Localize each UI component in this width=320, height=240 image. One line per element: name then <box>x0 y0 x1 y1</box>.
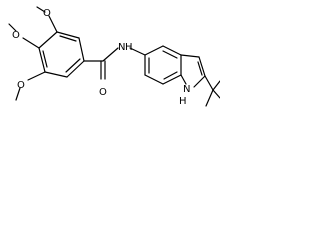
carbonyl-oxygen-label: O <box>99 87 107 98</box>
indole-nitrogen-label: N <box>183 84 190 95</box>
top-methyl-bond <box>36 6 46 13</box>
top-ring-oxygen-bond <box>48 15 58 33</box>
pyrrole-bond <box>193 75 206 88</box>
pyrrole-bond <box>180 54 200 58</box>
ring-bond <box>38 31 58 49</box>
amide-linkage <box>83 47 146 80</box>
bottom-ring-oxygen-bond <box>27 71 46 81</box>
atom-labels: O O O O N H N H <box>12 8 190 107</box>
trimethoxy-benzene-ring <box>38 31 85 78</box>
nitrogen-indole-bond <box>129 47 146 56</box>
ring-double-bond <box>65 58 81 73</box>
pyrrole-bond <box>198 56 206 77</box>
indole-double-bond <box>162 50 178 59</box>
indole-hydrogen-label: H <box>179 96 187 107</box>
pyrrole-bond <box>180 74 187 85</box>
tert-butyl-bond <box>204 75 214 91</box>
indole-double-bond <box>163 71 178 80</box>
molecule-structure: O O O O N H N H <box>8 6 220 107</box>
tert-butyl-bond <box>212 80 220 91</box>
amide-hydrogen-label: H <box>125 42 133 53</box>
indole-benzene-bond <box>144 45 164 56</box>
ring-bond <box>44 71 68 78</box>
ring-bond <box>38 47 46 73</box>
ring-double-bond <box>42 50 48 68</box>
oxygen-bottom-label: O <box>17 80 25 91</box>
amide-nitrogen-label: N <box>118 42 125 53</box>
indole-benzene-bond <box>162 74 182 85</box>
ring-bond <box>78 37 85 62</box>
ring-bond <box>66 60 85 78</box>
oxygen-middle-label: O <box>12 30 20 41</box>
middle-ring-oxygen-bond <box>22 37 40 49</box>
tert-butyl-bond <box>205 89 214 107</box>
indole-benzene-bond <box>162 45 182 56</box>
carbonyl-nitrogen-bond <box>102 47 119 62</box>
pyrrole-double-bond <box>197 61 203 76</box>
middle-methyl-bond <box>8 23 17 32</box>
indole-ring-system <box>144 45 206 88</box>
methoxy-groups <box>8 6 58 101</box>
ring-double-bond <box>59 35 77 42</box>
oxygen-top-label: O <box>43 8 51 19</box>
ring-bond <box>56 31 80 39</box>
molecule-canvas: O O O O N H N H <box>0 0 220 118</box>
indole-benzene-bond <box>144 74 164 85</box>
tert-butyl-bond <box>212 89 220 99</box>
tert-butyl-group <box>204 75 220 107</box>
bottom-methyl-bond <box>15 87 21 101</box>
